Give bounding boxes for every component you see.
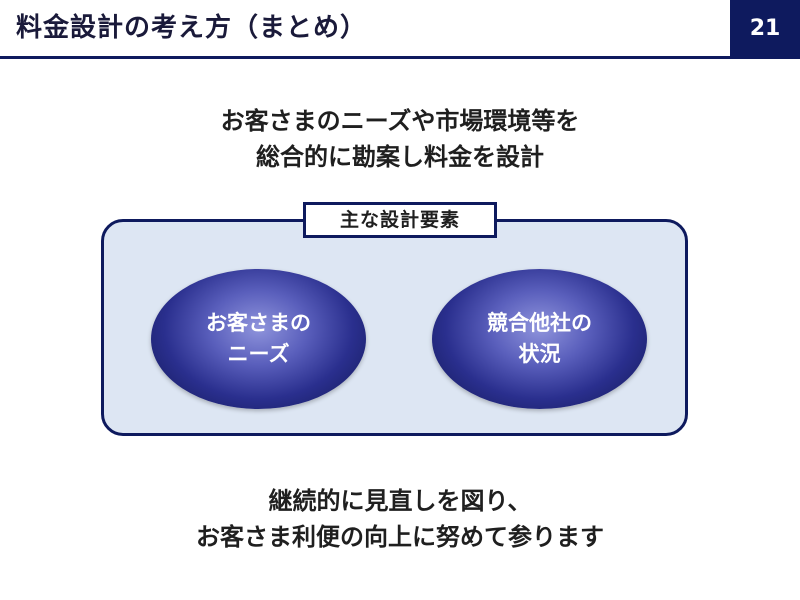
headline-bottom: 継続的に見直しを図り、 お客さま利便の向上に努めて参ります: [0, 483, 800, 555]
headline-bottom-line-2: お客さま利便の向上に努めて参ります: [196, 523, 604, 551]
element-competitor-status-line-1: 競合他社の: [487, 311, 592, 335]
element-competitor-status-line-2: 状況: [518, 342, 561, 366]
title-divider: [0, 56, 800, 59]
element-customer-needs: お客さまの ニーズ: [151, 269, 366, 409]
headline-top: お客さまのニーズや市場環境等を 総合的に勘案し料金を設計: [0, 103, 800, 175]
element-customer-needs-line-1: お客さまの: [206, 311, 311, 335]
element-competitor-status: 競合他社の 状況: [432, 269, 647, 409]
headline-bottom-line-1: 継続的に見直しを図り、: [268, 487, 532, 515]
slide-title: 料金設計の考え方（まとめ）: [16, 13, 368, 43]
headline-top-line-2: 総合的に勘案し料金を設計: [256, 143, 544, 171]
design-elements-label: 主な設計要素: [303, 202, 497, 238]
page-number: 21: [730, 0, 800, 58]
element-customer-needs-line-2: ニーズ: [227, 342, 290, 366]
headline-top-line-1: お客さまのニーズや市場環境等を: [220, 107, 580, 135]
